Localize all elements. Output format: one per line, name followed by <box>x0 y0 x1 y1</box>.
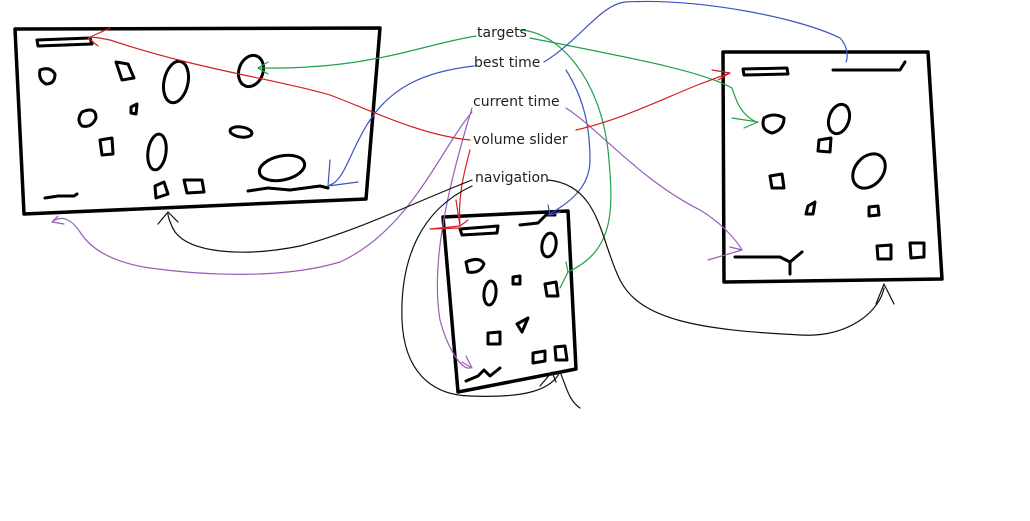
arrowhead <box>539 371 557 387</box>
best-time-mark <box>518 213 557 227</box>
target-blob <box>543 280 560 298</box>
arrowhead <box>327 159 359 187</box>
arrows-targets <box>257 29 759 289</box>
volume-mark <box>246 184 330 193</box>
arrow-volume-left <box>87 36 471 141</box>
arrow-volume-right <box>575 72 731 131</box>
target-blob <box>540 231 558 259</box>
arrows-best-time <box>327 0 848 216</box>
target-blob <box>804 200 817 216</box>
arrow-navigation-left <box>167 179 473 253</box>
screen-landscape-frame <box>13 26 382 216</box>
arrow-current-time-right <box>565 107 743 251</box>
arrows-navigation <box>157 179 895 409</box>
target-group <box>464 231 569 365</box>
arrow-current-time-left <box>51 111 473 275</box>
target-blob <box>768 172 786 190</box>
timer-bar <box>741 66 790 77</box>
target-blob <box>114 60 136 82</box>
best-time-mark <box>831 60 907 72</box>
target-blob <box>464 257 486 274</box>
arrowhead <box>547 204 561 216</box>
nav-bar <box>43 192 79 200</box>
target-blob <box>77 108 98 128</box>
target-group <box>38 53 307 200</box>
label-best-time: best time <box>474 55 541 71</box>
arrowhead <box>731 117 759 129</box>
target-blob <box>98 136 115 157</box>
arrowhead <box>711 69 731 81</box>
arrow-current-time-middle <box>436 107 473 369</box>
screen-square <box>721 50 944 284</box>
arrow-navigation-middle <box>401 185 561 397</box>
target-blob <box>867 204 881 218</box>
nav-bar <box>733 250 804 276</box>
target-blob <box>511 274 522 286</box>
label-volume-slider: volume slider <box>473 132 568 148</box>
target-blob <box>129 102 139 116</box>
target-group <box>761 102 926 261</box>
target-blob <box>761 113 786 135</box>
target-blob <box>553 344 569 362</box>
nav-bar <box>464 366 502 383</box>
target-blob <box>236 53 266 89</box>
arrow-navigation-right <box>547 179 885 336</box>
arrow-best-time-middle <box>547 69 591 216</box>
target-blob <box>182 178 206 195</box>
arrowhead <box>257 61 269 75</box>
target-blob <box>515 316 530 334</box>
nav-tail <box>559 371 581 409</box>
arrowhead <box>461 355 473 369</box>
label-navigation: navigation <box>475 170 549 186</box>
timer-bar <box>35 36 94 48</box>
target-blob <box>161 59 191 105</box>
target-blob <box>531 349 547 365</box>
screen-square-frame <box>721 50 944 284</box>
target-blob <box>908 241 926 260</box>
target-blob <box>153 180 170 200</box>
target-blob <box>146 132 168 172</box>
arrow-targets-left <box>257 35 477 69</box>
target-blob <box>482 279 498 307</box>
screen-portrait <box>441 209 578 394</box>
arrowhead <box>875 283 895 305</box>
label-current-time: current time <box>473 94 560 110</box>
arrow-targets-middle <box>519 29 612 273</box>
target-blob <box>875 243 893 261</box>
target-blob <box>486 330 502 346</box>
arrow-best-time-right <box>543 0 848 63</box>
screen-portrait-frame <box>441 209 578 394</box>
arrows-volume-slider <box>87 27 731 230</box>
arrow-best-time-left <box>329 65 475 186</box>
label-targets: targets <box>477 25 527 41</box>
arrowhead <box>559 261 569 289</box>
target-blob <box>816 136 833 154</box>
arrowhead <box>157 211 179 225</box>
target-blob <box>228 125 254 139</box>
target-blob <box>851 152 887 190</box>
timer-bar <box>458 224 500 237</box>
arrowhead <box>707 246 743 261</box>
screen-landscape <box>13 26 382 216</box>
target-blob <box>826 102 852 136</box>
arrows-current-time <box>51 107 743 369</box>
target-blob <box>38 67 57 86</box>
target-blob <box>257 153 307 183</box>
arrowhead <box>455 199 469 227</box>
arrowhead <box>51 215 65 225</box>
arrowhead <box>87 27 111 47</box>
